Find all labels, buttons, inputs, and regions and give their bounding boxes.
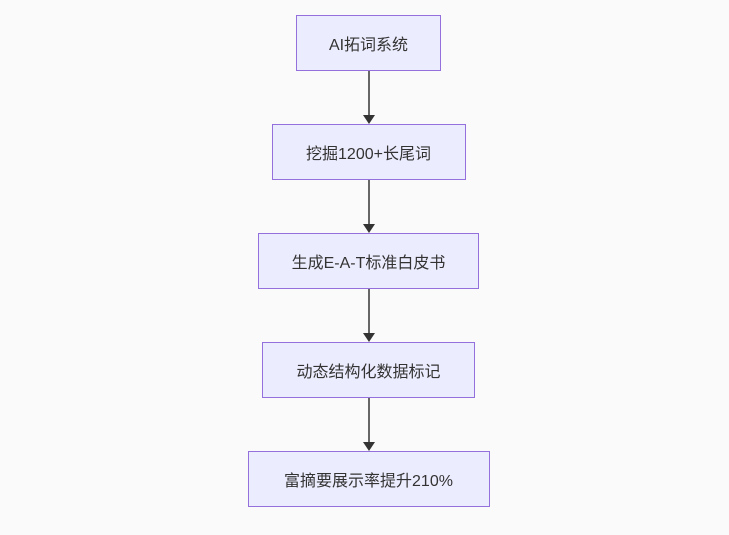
arrow-head-icon <box>362 333 375 342</box>
flow-node-rich-snippet-result: 富摘要展示率提升210% <box>247 451 490 507</box>
flow-node-eat-whitepaper: 生成E-A-T标准白皮书 <box>258 233 479 289</box>
arrow-head-icon <box>362 442 375 451</box>
flow-arrow-2 <box>362 180 375 233</box>
flow-node-label: 动态结构化数据标记 <box>296 364 441 381</box>
arrow-line <box>367 398 370 442</box>
arrow-line <box>367 180 370 224</box>
flow-node-longtail-mining: 挖掘1200+长尾词 <box>271 124 466 180</box>
flow-arrow-4 <box>362 398 375 451</box>
flow-node-label: 生成E-A-T标准白皮书 <box>291 255 446 272</box>
arrow-line <box>367 289 370 333</box>
flow-node-ai-keyword-system: AI拓词系统 <box>296 15 441 71</box>
flow-arrow-1 <box>362 71 375 124</box>
flowchart: AI拓词系统 挖掘1200+长尾词 生成E-A-T标准白皮书 动态结构化数据标记 <box>4 15 729 507</box>
flow-node-label: 挖掘1200+长尾词 <box>306 146 431 163</box>
arrow-line <box>367 71 370 115</box>
flow-node-label: 富摘要展示率提升210% <box>284 473 453 490</box>
flow-node-label: AI拓词系统 <box>328 37 409 54</box>
arrow-head-icon <box>362 115 375 124</box>
flow-arrow-3 <box>362 289 375 342</box>
flow-node-structured-data-markup: 动态结构化数据标记 <box>262 342 475 398</box>
arrow-head-icon <box>362 224 375 233</box>
